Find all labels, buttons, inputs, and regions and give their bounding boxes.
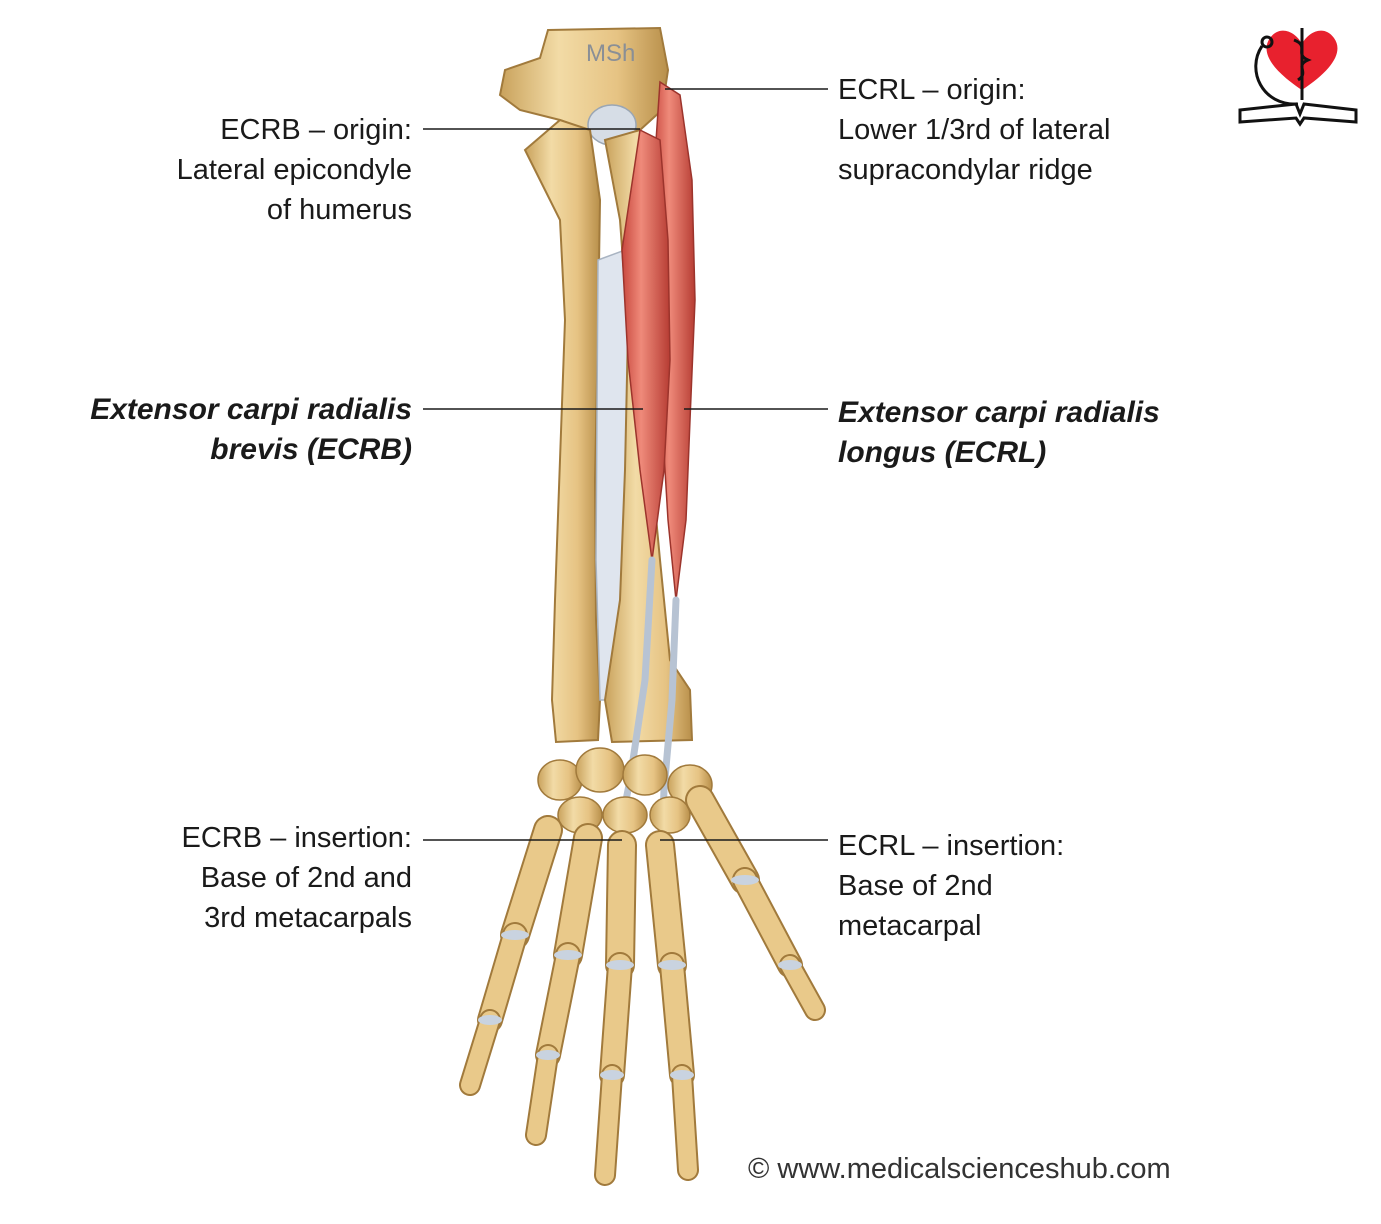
index-finger-joint: [670, 1070, 694, 1080]
little-finger-bone: [461, 1011, 499, 1094]
label-ecrl-name: Extensor carpi radialis longus (ECRL): [838, 393, 1238, 473]
ecrl-origin-line: Lower 1/3rd of lateral: [838, 114, 1111, 146]
ring-finger-bone: [555, 825, 601, 968]
middle-finger-joint: [600, 1070, 624, 1080]
ecrl-insertion-line: ECRL – insertion:: [838, 830, 1065, 862]
ecrl-name-line: Extensor carpi radialis: [838, 396, 1160, 429]
little-finger-bone: [502, 817, 561, 948]
little-finger-bone: [479, 924, 526, 1031]
ecrl-name-line: longus (ECRL): [838, 436, 1047, 469]
middle-finger-bone: [601, 954, 631, 1086]
thumb-joint: [731, 875, 759, 885]
label-ecrl-insertion: ECRL – insertion: Base of 2nd metacarpal: [838, 826, 1238, 946]
ecrb-muscle: [621, 128, 671, 561]
middle-finger-joint: [606, 960, 634, 970]
hand-bones: [459, 785, 826, 1186]
index-finger-bone: [661, 954, 693, 1086]
ecrl-origin-line: supracondylar ridge: [838, 154, 1093, 186]
ecrb-insertion-line: Base of 2nd and: [200, 862, 412, 894]
ecrb-insertion-line: ECRB – insertion:: [181, 822, 413, 854]
ecrb-origin-line: Lateral epicondyle: [176, 154, 412, 186]
ecrl-insertion-line: Base of 2nd: [838, 870, 993, 902]
ring-finger-bone: [527, 1046, 557, 1144]
little-finger-joint: [478, 1015, 502, 1025]
thumb-bone: [734, 869, 801, 976]
open-book-icon: [1238, 102, 1358, 127]
ecrb-origin-line: of humerus: [266, 194, 412, 226]
site-logo: [1238, 28, 1358, 127]
ecrl-origin-line: ECRL – origin:: [838, 74, 1026, 106]
thumb-bone: [781, 956, 824, 1019]
index-finger-bone: [647, 832, 685, 978]
ecrb-name-line: Extensor carpi radialis: [90, 393, 412, 426]
ecrb-insertion-line: 3rd metacarpals: [204, 902, 412, 934]
thumb-joint: [778, 960, 802, 970]
index-finger-bone: [673, 1066, 697, 1179]
little-finger-joint: [501, 930, 529, 940]
ring-finger-joint: [536, 1050, 560, 1060]
label-ecrl-origin: ECRL – origin: Lower 1/3rd of lateral su…: [838, 70, 1238, 190]
watermark: MSh: [586, 40, 636, 67]
index-finger-joint: [658, 960, 686, 970]
label-ecrb-name: Extensor carpi radialis brevis (ECRB): [20, 390, 412, 470]
label-ecrb-insertion: ECRB – insertion: Base of 2nd and 3rd me…: [80, 818, 413, 938]
ring-finger-joint: [554, 950, 582, 960]
middle-finger-bone: [607, 832, 635, 978]
ring-finger-bone: [537, 944, 579, 1066]
carpal-bones: [537, 747, 713, 834]
ecrb-name-line: brevis (ECRB): [210, 433, 412, 466]
middle-finger-bone: [596, 1066, 621, 1184]
ecrb-origin-line: ECRB – origin:: [220, 114, 412, 146]
label-ecrb-origin: ECRB – origin: Lateral epicondyle of hum…: [100, 110, 412, 230]
copyright-text: © www.medicalscienceshub.com: [748, 1153, 1171, 1185]
ecrl-insertion-line: metacarpal: [838, 910, 982, 942]
ulna: [523, 118, 602, 744]
